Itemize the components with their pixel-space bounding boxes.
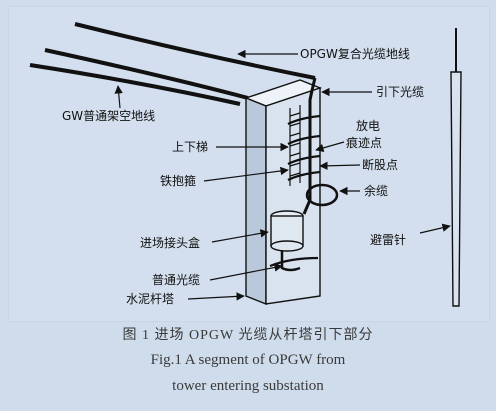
lightning-rod <box>450 71 462 307</box>
label-discharge-text-1: 放电 <box>356 118 380 133</box>
iron-clamps <box>287 114 321 181</box>
tower-front-face <box>245 96 267 306</box>
opgw-diagram: OPGW复合光缆地线 GW普通架空地线 引下光缆 放电 痕迹点 断股点 上下梯 … <box>29 22 462 307</box>
label-spare-text: 余缆 <box>364 183 388 198</box>
label-lightning-rod-text: 避雷针 <box>370 232 406 247</box>
label-opgw: OPGW复合光缆地线 <box>237 46 410 61</box>
label-spare: 余缆 <box>339 183 388 198</box>
label-broken: 断股点 <box>319 157 398 172</box>
label-lightning-rod: 避雷针 <box>370 223 451 247</box>
label-ladder: 上下梯 <box>172 140 289 154</box>
label-clamp-text: 铁抱箍 <box>160 173 196 188</box>
figure-caption-en-line1: Fig.1 A segment of OPGW from <box>150 352 346 368</box>
opgw-wire <box>44 48 249 100</box>
figure-caption-en-line2: tower entering substation <box>172 378 324 394</box>
label-concrete-tower-text: 水泥杆塔 <box>126 292 174 306</box>
spare-cable-coil <box>305 183 339 207</box>
ladder <box>289 105 301 186</box>
label-common-cable: 普通光缆 <box>152 263 283 287</box>
label-broken-text: 断股点 <box>362 157 398 172</box>
label-downlead: 引下光缆 <box>321 85 424 99</box>
tower-side-face <box>265 87 321 305</box>
label-ladder-text: 上下梯 <box>172 140 208 154</box>
label-common-cable-text: 普通光缆 <box>152 273 200 287</box>
opgw-top-wire <box>74 22 316 80</box>
splice-box <box>270 210 304 252</box>
label-concrete-tower: 水泥杆塔 <box>126 292 245 306</box>
label-discharge-text-2: 痕迹点 <box>346 135 382 150</box>
downlead-cable <box>302 77 317 215</box>
label-gw: GW普通架空地线 <box>62 85 155 123</box>
label-downlead-text: 引下光缆 <box>376 85 424 99</box>
label-clamp: 铁抱箍 <box>160 166 289 188</box>
label-splice-box-text: 进场接头盒 <box>140 235 200 250</box>
gw-wire <box>29 63 241 106</box>
label-discharge: 放电 痕迹点 <box>315 118 382 152</box>
label-opgw-text: OPGW复合光缆地线 <box>300 46 410 61</box>
label-splice-box: 进场接头盒 <box>140 229 269 250</box>
figure-caption-cn: 图 1 进场 OPGW 光缆从杆塔引下部分 <box>122 328 374 343</box>
label-gw-text: GW普通架空地线 <box>62 109 155 123</box>
lower-clamp <box>269 256 319 268</box>
